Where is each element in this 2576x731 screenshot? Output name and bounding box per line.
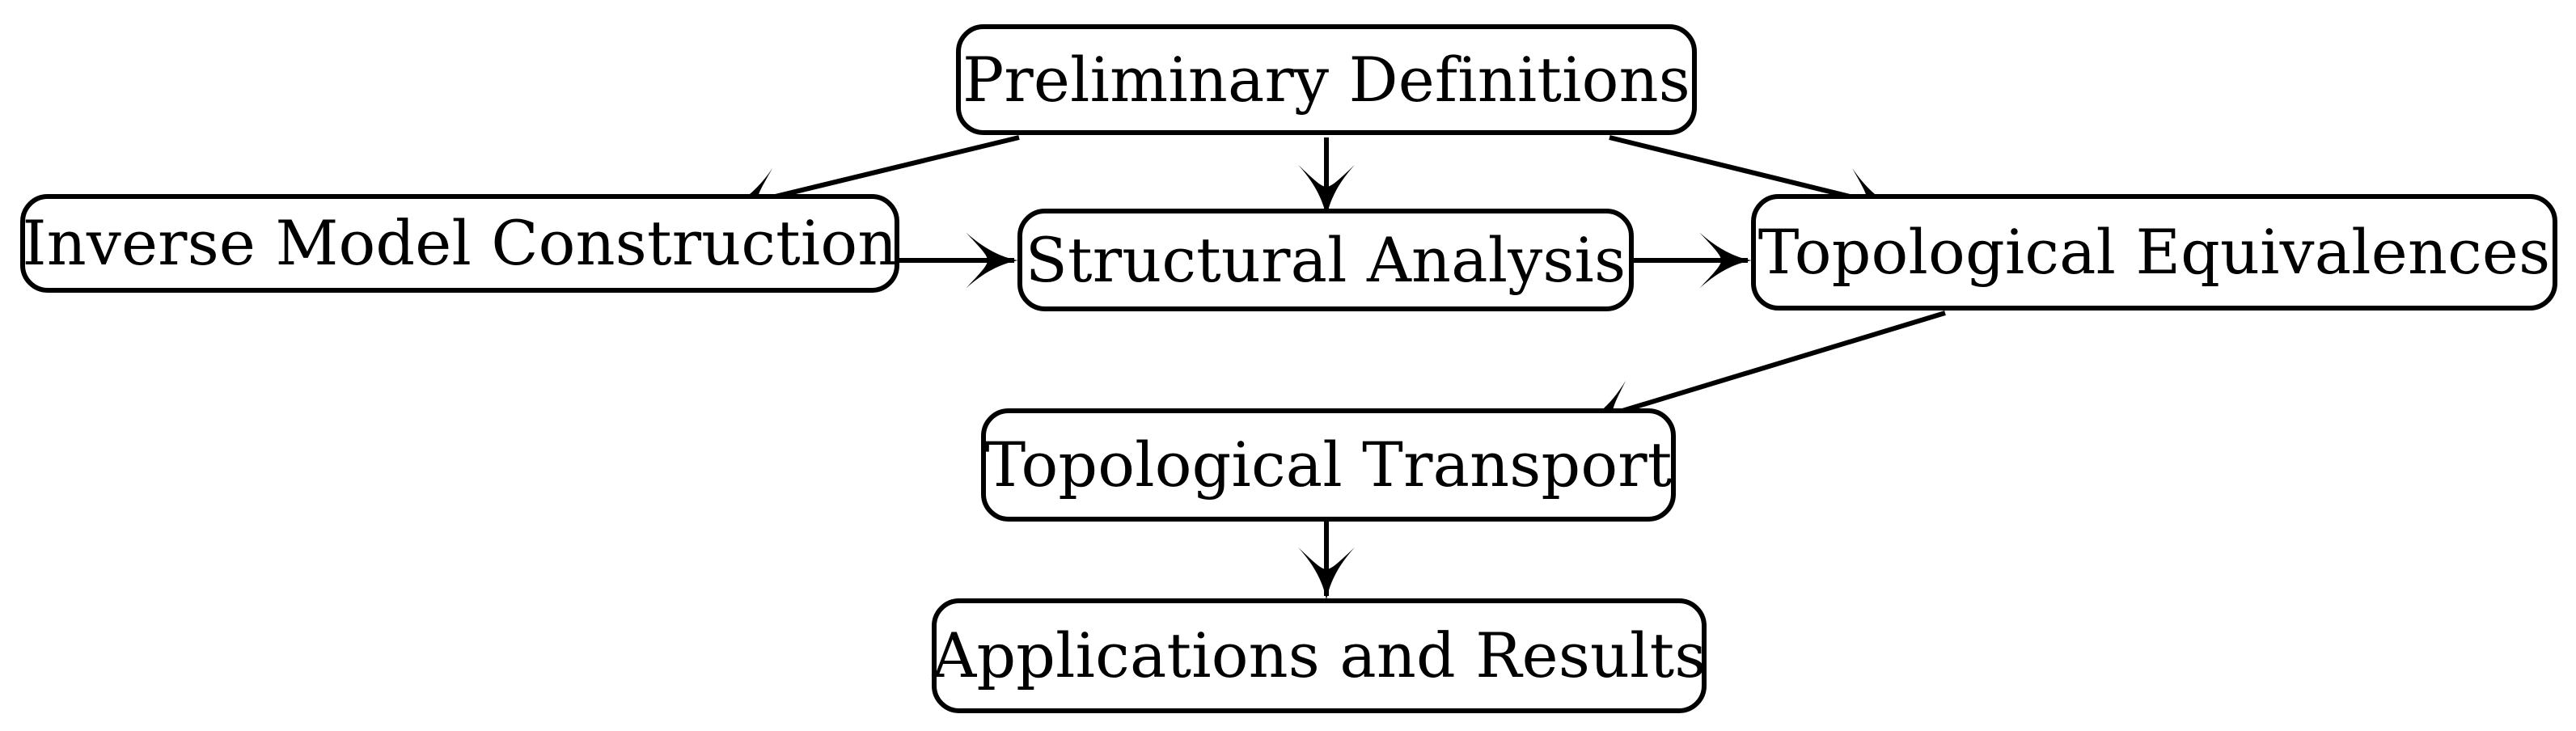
node-topological-transport[interactable]: Topological Transport [981, 408, 1676, 522]
node-label: Structural Analysis [1025, 223, 1626, 296]
node-preliminary-definitions[interactable]: Preliminary Definitions [956, 24, 1697, 135]
node-label: Applications and Results [932, 619, 1707, 691]
node-label: Topological Transport [984, 429, 1673, 501]
node-topological-equivalences[interactable]: Topological Equivalences [1751, 194, 2557, 311]
node-structural-analysis[interactable]: Structural Analysis [1017, 209, 1634, 311]
node-inverse-model-construction[interactable]: Inverse Model Construction [20, 194, 899, 293]
node-label: Preliminary Definitions [962, 43, 1690, 116]
node-label: Topological Equivalences [1758, 216, 2551, 288]
edge-topoeq-to-transport [1584, 311, 1946, 434]
node-applications-and-results[interactable]: Applications and Results [932, 598, 1707, 713]
node-label: Inverse Model Construction [22, 207, 898, 279]
